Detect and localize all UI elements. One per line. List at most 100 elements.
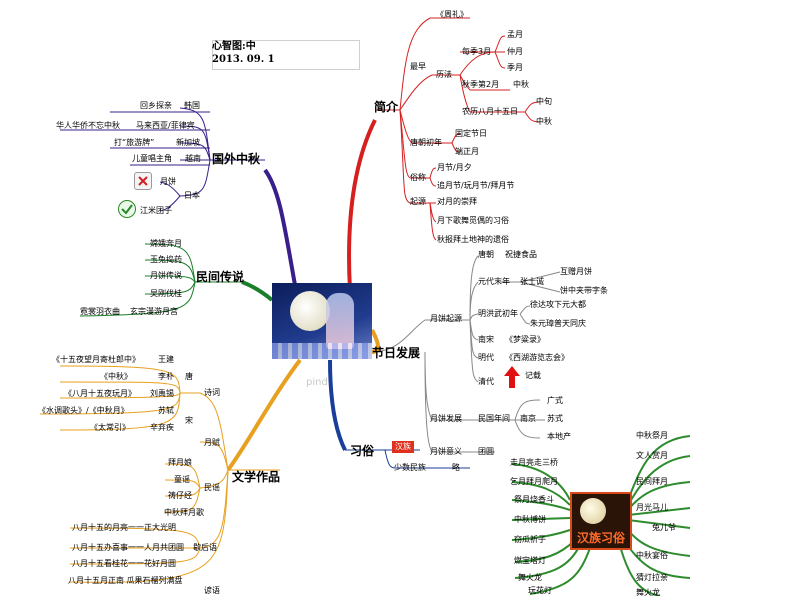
festival-origin: 月饼起源 [430,314,462,323]
festival-xihu: 《西湖游览志会》 [505,353,569,362]
lit-zhongqiu-ge: 中秋拜月歌 [164,508,204,517]
lit-xiehou: 歇后语 [193,543,217,552]
festival-guangshi: 广式 [547,396,563,405]
custom-lines [345,449,470,469]
branch-foreign-connector [263,168,297,286]
han-left-1: 乞月拜月爬月 [510,477,558,486]
lit-x1: 八月十五的月亮一一正大光明 [72,523,176,532]
festival-ming: 明代 [478,353,494,362]
folk-mooncake: 月饼传说 [150,271,182,280]
cross-icon [134,172,152,190]
intro-zhong: 仲月 [507,47,523,56]
branch-intro: 简介 [374,100,399,114]
flowers-decoration [272,343,372,359]
festival-mengliang: 《梦粱录》 [505,335,545,344]
han-right-1: 文人赏月 [636,451,668,460]
up-arrow-icon [504,366,520,388]
intro-zhongqiu2: 中秋 [536,117,552,126]
checkmark-icon [118,200,136,218]
han-lines [511,435,691,596]
han-customs-image: 汉族习俗 [570,492,632,550]
intro-worship: 对月的崇拜 [437,197,477,206]
intro-zhengyue: 端正月 [455,147,479,156]
foreign-singapore: 新加坡 [176,138,200,147]
page-title: 心智图:中 2013. 09. 1( [212,40,274,68]
han-left-2: 祭月烧香斗 [514,495,554,504]
festival-hufu: 互赠月饼 [560,267,592,276]
lit-lipu: 李朴 [158,372,174,381]
foreign-vietnam: 越南 [185,154,201,163]
han-right-4: 兔儿爷 [652,523,676,532]
festival-zhuangyuan: 祝捷食品 [505,250,537,259]
festival-nansong: 南宋 [478,335,494,344]
folk-lines [79,243,242,317]
han-right-6: 猜灯拉亲 [636,573,668,582]
lit-x2: 八月十五办喜事一一人月共团圆 [72,543,184,552]
han-left-3: 中秋博饼 [514,515,546,524]
intro-lunar15: 农历八月十五日 [462,107,518,116]
foreign-japan: 日本 [184,191,200,200]
branch-festival: 节日发展 [372,346,421,360]
folk-chang-e: 嫦娥奔月 [150,239,182,248]
custom-lue: 略 [452,463,460,472]
branch-intro-connector [347,119,377,291]
custom-minority: 少数民族 [394,463,426,472]
intro-yuexi: 月节/月夕 [437,163,472,172]
title-line2: 2013. 09. 1( [212,54,274,65]
lit-xinqiji: 辛弃疾 [150,423,174,432]
foreign-dango: 江米团子 [140,206,172,215]
foreign-korea: 韩国 [184,101,200,110]
festival-mingearly: 明洪武初年 [478,309,518,318]
festival-binghu: 饼中夹带字条 [560,286,608,295]
festival-record: 记载 [525,371,541,380]
han-right-0: 中秋祭月 [636,431,668,440]
han-customs-label: 汉族习俗 [576,531,625,545]
lit-taichang: 《太常引》 [90,423,130,432]
folk-xuanzong: 玄宗漫游月宫 [130,307,178,316]
branch-foreign: 国外中秋 [212,152,261,166]
festival-minguo: 民国年间 [478,414,510,423]
branch-literature-connector [226,358,302,472]
branch-custom: 习俗 [350,444,375,458]
intro-measure3: 每季3月 [462,47,492,56]
han-left-6: 舞火龙 [518,573,542,582]
lit-shuidiao: 《水调歌头》/《中秋月》 [38,406,129,415]
lit-yanyu: 谚语 [204,586,220,595]
festival-tuanyuan: 团圆 [478,447,494,456]
lit-shiwu: 《十五夜望月寄杜郎中》 [52,355,140,364]
han-right-3: 月光马儿 [636,503,668,512]
festival-sushi: 苏式 [547,414,563,423]
han-left-5: 燃宝塔灯 [514,556,546,565]
lit-wangjian: 王建 [158,355,174,364]
lit-liuyuxi: 刘禹锡 [150,389,174,398]
lit-x4: 八月十五月正南 瓜果石榴列满盘 [68,576,183,585]
intro-fixed: 固定节日 [455,129,487,138]
festival-nanjing: 南京 [520,414,536,423]
lit-song: 宋 [185,416,193,425]
foreign-korea-d: 回乡探亲 [140,101,172,110]
festival-xu: 徐达攻下元大都 [530,300,586,309]
folk-rabbit: 玉兔捣药 [150,255,182,264]
folk-nishang: 霓裳羽衣曲 [80,307,120,316]
foreign-vietnam-d: 儿童唱主角 [132,154,172,163]
foreign-yuebing: 月饼 [160,177,176,186]
chang-e-figure [326,293,354,349]
lit-poem: 诗词 [204,388,220,397]
festival-zhangshicheng: 张士诚 [520,277,544,286]
festival-yuan: 元代末年 [478,277,510,286]
lit-x3: 八月十五看桂花一一花好月圆 [72,559,176,568]
lit-tang: 唐 [185,372,193,381]
title-line1: 心智图:中 [212,41,256,52]
intro-lifa: 历法 [436,70,452,79]
han-right-5: 中秋宴俗 [636,551,668,560]
intro-custom1: 月下歌舞觅偶的习俗 [437,216,509,225]
lit-sushi: 苏轼 [158,406,174,415]
intro-bieming: 俗称 [410,173,426,182]
moon-icon [290,291,330,331]
literature-lines [39,365,280,583]
central-image [272,283,372,359]
festival-local: 本地产 [547,432,571,441]
han-right-7: 舞火龙 [636,588,660,597]
moon-icon [580,498,606,524]
